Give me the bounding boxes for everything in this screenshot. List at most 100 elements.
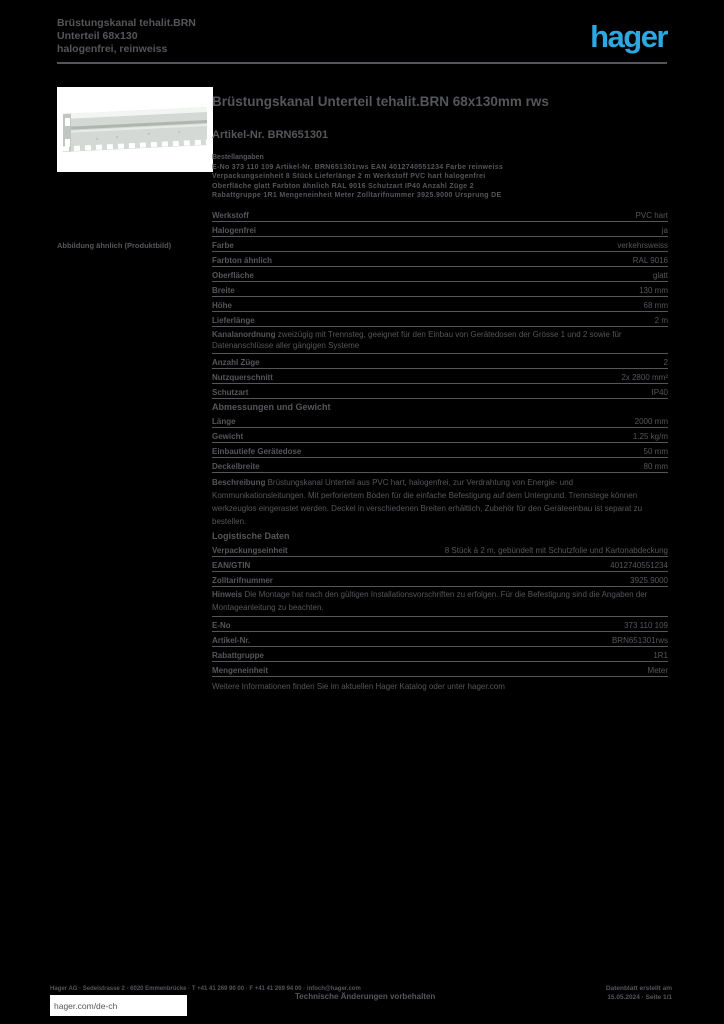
image-caption: Abbildung ähnlich (Produktbild) (57, 241, 172, 250)
spec-value: 1.25 kg/m (632, 432, 668, 442)
order-info-row: E-No 373 110 109 Artikel-Nr. BRN651301rw… (212, 164, 504, 171)
order-info-row: Oberfläche glatt Farbton ähnlich RAL 901… (212, 182, 474, 190)
spec-row: Artikel-Nr. BRN651301rws (212, 632, 668, 648)
footer-right-line2: 15.05.2024 · Seite 1/1 (607, 994, 672, 1001)
footer-center-note: Technische Änderungen vorbehalten (295, 992, 436, 1001)
spec-value: glatt (652, 271, 668, 281)
order-info-row: Verpackungseinheit 8 Stück Lieferlänge 2… (212, 173, 486, 181)
spec-row: Nutzquerschnitt 2x 2800 mm² (212, 369, 668, 385)
spec-label: Mengeneinheit (212, 666, 269, 676)
product-title: Brüstungskanal Unterteil tehalit.BRN 68x… (212, 94, 549, 109)
description-text: Brüstungskanal Unterteil aus PVC hart, h… (212, 478, 643, 527)
spec-row: Farbton ähnlich RAL 9016 (212, 252, 668, 268)
spec-label: Anzahl Züge (212, 358, 260, 368)
spec-value: 3925.9000 (630, 576, 668, 586)
dimensions-heading: Abmessungen und Gewicht (212, 402, 331, 413)
spec-value: 1R1 (653, 651, 668, 661)
spec-label: Einbautiefe Gerätedose (212, 447, 302, 457)
spec-label: Farbe (212, 241, 234, 251)
spec-row: Farbe verkehrsweiss (212, 237, 668, 253)
spec-row: Halogenfrei ja (212, 222, 668, 238)
footer-page-info: Datenblatt erstellt am 15.05.2024 · Seit… (512, 984, 672, 1002)
spec-label: Rabattgruppe (212, 651, 264, 661)
spec-value: 80 mm (643, 462, 668, 472)
spec-value: 68 mm (643, 301, 668, 311)
spec-label: Deckelbreite (212, 462, 260, 472)
footer-link-box[interactable]: hager.com/de-ch (50, 995, 187, 1016)
spec-row: E-No 373 110 109 (212, 617, 668, 633)
spec-row: Schutzart IP40 (212, 384, 668, 400)
spec-table-ordering: E-No 373 110 109 Artikel-Nr. BRN651301rw… (212, 617, 668, 678)
spec-value: 373 110 109 (624, 621, 668, 631)
hager-logo: hager (590, 19, 668, 54)
spec-value: 50 mm (643, 447, 668, 457)
spec-row: EAN/GTIN 4012740551234 (212, 557, 668, 573)
spec-row: Anzahl Züge 2 (212, 354, 668, 370)
spec-table-properties: Werkstoff PVC hart Halogenfrei ja Farbe … (212, 207, 668, 328)
product-image (57, 87, 213, 172)
description-block: Beschreibung Brüstungskanal Unterteil au… (212, 476, 668, 528)
logistics-first-row: Verpackungseinheit 8 Stück à 2 m, gebünd… (212, 542, 668, 558)
spec-table-dimensions: Länge 2000 mm Gewicht 1.25 kg/m Einbauti… (212, 413, 668, 474)
order-section-label: Bestellangaben (212, 154, 264, 161)
spec-row: Gewicht 1.25 kg/m (212, 428, 668, 444)
spec-label: Verpackungseinheit (212, 546, 288, 556)
header-line-2: Unterteil 68x130 (57, 30, 138, 42)
spec-row: Rabattgruppe 1R1 (212, 647, 668, 663)
spec-label: Werkstoff (212, 211, 249, 221)
spec-label: Nutzquerschnitt (212, 373, 273, 383)
spec-value: 2 m (654, 316, 668, 326)
header-line-1: Brüstungskanal tehalit.BRN (57, 17, 196, 29)
trunking-profile-image (62, 107, 208, 152)
logistics-note: Hinweis Die Montage hat nach den gültige… (212, 587, 668, 618)
spec-table-logistics: EAN/GTIN 4012740551234 Zolltarifnummer 3… (212, 557, 668, 588)
spec-label: Länge (212, 417, 236, 427)
spec-row: Werkstoff PVC hart (212, 207, 668, 223)
header-divider (57, 62, 667, 64)
spec-label: Artikel-Nr. (212, 636, 251, 646)
spec-label: Breite (212, 286, 235, 296)
spec-value: PVC hart (635, 211, 668, 221)
spec-value: Meter (647, 666, 668, 676)
spec-value: verkehrsweiss (617, 241, 668, 251)
spec-row: Oberfläche glatt (212, 267, 668, 283)
spec-row: Deckelbreite 80 mm (212, 458, 668, 474)
description-label: Beschreibung (212, 478, 266, 488)
spec-row: Einbautiefe Gerätedose 50 mm (212, 443, 668, 459)
product-subtitle: Artikel-Nr. BRN651301 (212, 129, 329, 141)
spec-label: Oberfläche (212, 271, 254, 281)
spec-value: ja (661, 226, 668, 236)
final-note: Weitere Informationen finden Sie im aktu… (212, 682, 505, 692)
spec-row: Breite 130 mm (212, 282, 668, 298)
spec-row: Zolltarifnummer 3925.9000 (212, 572, 668, 588)
order-info-row: Rabattgruppe 1R1 Mengeneinheit Meter Zol… (212, 191, 502, 199)
main-content: Brüstungskanal Unterteil tehalit.BRN 68x… (212, 87, 668, 693)
spec-band-row: Kanalanordnung zweizügig mit Trennsteg, … (212, 327, 668, 355)
spec-label: Gewicht (212, 432, 244, 442)
spec-value: 2000 mm (634, 417, 668, 427)
logistics-heading: Logistische Daten (212, 531, 290, 542)
document-header-title: Brüstungskanal tehalit.BRN Unterteil 68x… (57, 17, 277, 56)
band-label: Kanalanordnung (212, 330, 276, 340)
spec-label: Höhe (212, 301, 232, 311)
note-label: Hinweis (212, 590, 243, 600)
note-text: Die Montage hat nach den gültigen Instal… (212, 590, 648, 613)
spec-row: Mengeneinheit Meter (212, 662, 668, 678)
footer-right-line1: Datenblatt erstellt am (605, 985, 672, 992)
spec-table-electrical: Anzahl Züge 2 Nutzquerschnitt 2x 2800 mm… (212, 354, 668, 400)
spec-value: IP40 (651, 388, 668, 398)
spec-label: Zolltarifnummer (212, 576, 273, 586)
spec-value: 2x 2800 mm² (621, 373, 668, 383)
spec-label: E-No (212, 621, 231, 631)
spec-row: Lieferlänge 2 m (212, 312, 668, 328)
spec-row: Länge 2000 mm (212, 413, 668, 429)
spec-value: 8 Stück à 2 m, gebündelt mit Schutzfolie… (444, 546, 668, 556)
spec-label: Halogenfrei (212, 226, 257, 236)
band-text: zweizügig mit Trennsteg, geeignet für de… (212, 330, 622, 351)
spec-row: Höhe 68 mm (212, 297, 668, 313)
spec-value: 2 (663, 358, 668, 368)
order-info-block: E-No 373 110 109 Artikel-Nr. BRN651301rw… (212, 163, 668, 200)
footer-address: Hager AG · Sedelstrasse 2 · 6020 Emmenbr… (50, 986, 361, 992)
header-line-3: halogenfrei, reinweiss (57, 43, 168, 55)
footer-link-text[interactable]: hager.com/de-ch (54, 1000, 118, 1011)
